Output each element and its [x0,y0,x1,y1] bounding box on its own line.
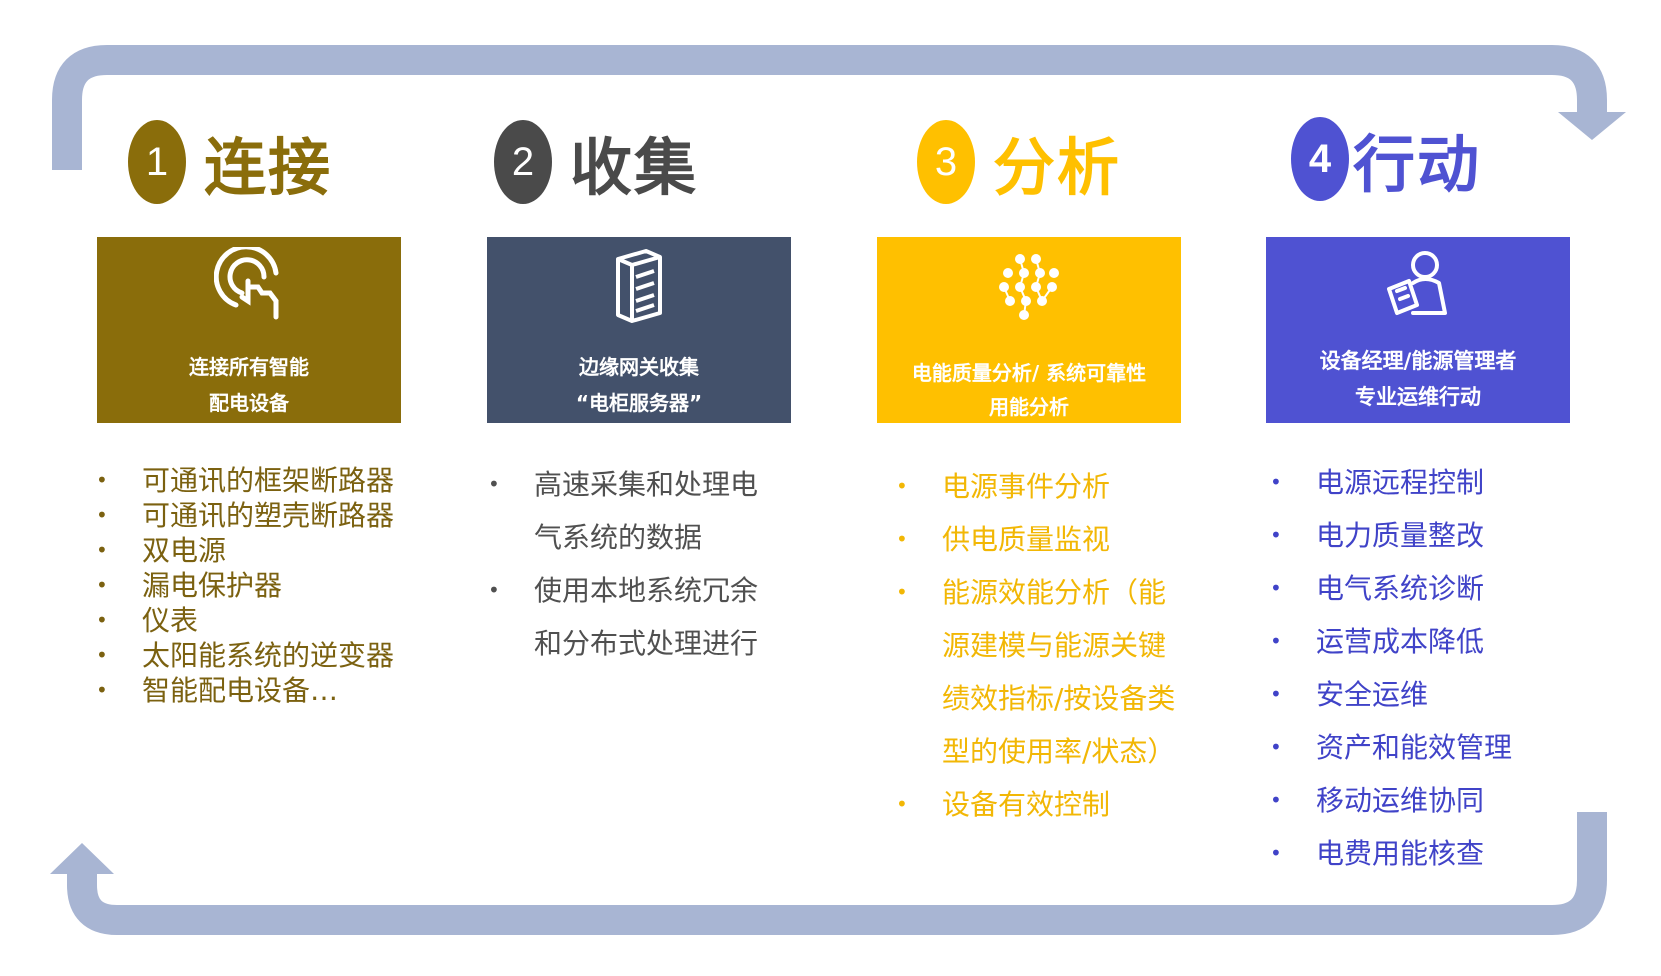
step-3-header: 3 分析 [917,117,1121,207]
bullet-dot-icon: • [1270,523,1282,547]
step-1-bullet-item: • 智能配电设备… [96,673,436,708]
bullet-dot-icon: • [1270,629,1282,653]
network-nodes-icon [999,254,1059,320]
step-2-header: 2 收集 [494,117,698,207]
bullet-text: 供电质量监视 [942,523,1111,556]
bullet-dot-icon: • [96,468,108,492]
bullet-dot-icon: • [1270,788,1282,812]
step-1-number: 1 [128,120,186,204]
step-2-bullet-item: • 使用本地系统冗余 和分布式处理进行 [488,564,818,670]
bullet-text: 太阳能系统的逆变器 [142,639,395,672]
bullet-text: 安全运维 [1316,678,1429,711]
bullet-dot-icon: • [96,573,108,597]
step-4-bullet-item: • 安全运维 [1270,668,1610,721]
step-1-bullet-list: • 可通讯的框架断路器 • 可通讯的塑壳断路器 • 双电源 • 漏电保护器 • 仪表 • 太阳能系统的… [96,463,436,708]
step-4-number: 4 [1291,117,1349,201]
bullet-dot-icon: • [488,472,500,496]
step-4-header: 4 行动 [1291,114,1481,204]
step-1-bullet-item: • 漏电保护器 [96,568,436,603]
step-4-bullet-item: • 电费用能核查 [1270,827,1610,880]
step-1-card: 连接所有智能 配电设备 [97,237,401,423]
bullet-text: 可通讯的塑壳断路器 [142,499,395,532]
bullet-dot-icon: • [96,678,108,702]
step-3-bullet-item: • 供电质量监视 [896,513,1216,566]
step-2-card: 边缘网关收集 “电柜服务器” [487,237,791,423]
step-1-bullet-item: • 可通讯的框架断路器 [96,463,436,498]
step-3-bullet-item: • 电源事件分析 [896,460,1216,513]
bullet-text: 电费用能核查 [1316,837,1485,870]
step-4-bullet-item: • 移动运维协同 [1270,774,1610,827]
step-1-header: 1 连接 [128,117,332,207]
step-2-card-line-2: “电柜服务器” [575,391,703,415]
bullet-dot-icon: • [1270,470,1282,494]
bullet-text: 使用本地系统冗余 和分布式处理进行 [534,574,759,660]
bullet-text: 能源效能分析（能 源建模与能源关键 绩效指标/按设备类 型的使用率/状态） [942,576,1176,768]
bullet-dot-icon: • [1270,841,1282,865]
bullet-dot-icon: • [96,643,108,667]
bullet-text: 电气系统诊断 [1316,572,1485,605]
server-icon [616,249,662,323]
step-1-bullet-item: • 仪表 [96,603,436,638]
bullet-text: 电力质量整改 [1316,519,1485,552]
step-3-card-line-1: 电能质量分析/ 系统可靠性 [911,361,1147,385]
step-1-bullet-item: • 双电源 [96,533,436,568]
step-2-title: 收集 [570,131,699,204]
bullet-dot-icon: • [896,792,908,816]
step-3-bullet-list: • 电源事件分析 • 供电质量监视 • 能源效能分析（能 源建模与能源关键 绩效指标/按设… [896,460,1216,831]
bullet-dot-icon: • [1270,576,1282,600]
bullet-text: 资产和能效管理 [1316,731,1513,764]
step-1-bullet-item: • 太阳能系统的逆变器 [96,638,436,673]
bullet-dot-icon: • [96,538,108,562]
bullet-dot-icon: • [896,474,908,498]
step-2-bullet-item: • 高速采集和处理电 气系统的数据 [488,458,818,564]
step-4-card: 设备经理/能源管理者 专业运维行动 [1266,237,1570,423]
bullet-text: 双电源 [142,534,227,567]
step-4-card-line-2: 专业运维行动 [1355,385,1481,409]
step-2-card-line-1: 边缘网关收集 [579,355,699,379]
bullet-text: 电源远程控制 [1316,466,1485,499]
bullet-dot-icon: • [96,503,108,527]
step-3-bullet-item: • 能源效能分析（能 源建模与能源关键 绩效指标/按设备类 型的使用率/状态） [896,566,1216,778]
step-3-title: 分析 [993,131,1122,204]
bottom-cycle-arrow [50,812,1607,935]
bullet-text: 移动运维协同 [1316,784,1485,817]
step-4-bullet-item: • 运营成本降低 [1270,615,1610,668]
step-4-bullet-list: • 电源远程控制 • 电力质量整改 • 电气系统诊断 • 运营成本降低 • 安全运维 • 资产和能效管… [1270,456,1610,880]
bullet-text: 漏电保护器 [142,569,283,602]
bullet-text: 运营成本降低 [1316,625,1485,658]
step-4-bullet-item: • 电气系统诊断 [1270,562,1610,615]
touch-gesture-icon [214,247,279,320]
step-2-bullet-list: • 高速采集和处理电 气系统的数据 • 使用本地系统冗余 和分布式处理进行 [488,458,818,670]
step-1-bullet-item: • 可通讯的塑壳断路器 [96,498,436,533]
step-4-card-line-1: 设备经理/能源管理者 [1319,349,1517,373]
step-3-bullet-item: • 设备有效控制 [896,778,1216,831]
bullet-text: 电源事件分析 [942,470,1111,503]
bullet-text: 仪表 [142,604,199,637]
person-clipboard-icon [1387,251,1447,315]
step-1-card-line-2: 配电设备 [209,391,289,415]
bullet-dot-icon: • [1270,735,1282,759]
step-2-number: 2 [494,120,552,204]
step-3-card-line-2: 用能分析 [989,395,1069,419]
step-3-number: 3 [917,120,975,204]
step-4-bullet-item: • 电源远程控制 [1270,456,1610,509]
bullet-dot-icon: • [488,578,500,602]
bullet-text: 高速采集和处理电 气系统的数据 [534,468,759,554]
bullet-dot-icon: • [896,527,908,551]
step-1-title: 连接 [204,131,333,204]
top-cycle-arrow [52,45,1626,170]
bullet-dot-icon: • [1270,682,1282,706]
step-1-card-line-1: 连接所有智能 [189,355,309,379]
bullet-dot-icon: • [896,580,908,604]
bullet-text: 可通讯的框架断路器 [142,464,395,497]
step-3-card: 电能质量分析/ 系统可靠性 用能分析 [877,237,1181,423]
step-4-bullet-item: • 电力质量整改 [1270,509,1610,562]
step-4-title: 行动 [1353,128,1482,201]
bullet-dot-icon: • [96,608,108,632]
step-4-bullet-item: • 资产和能效管理 [1270,721,1610,774]
bullet-text: 智能配电设备… [142,674,339,707]
bullet-text: 设备有效控制 [942,788,1111,821]
